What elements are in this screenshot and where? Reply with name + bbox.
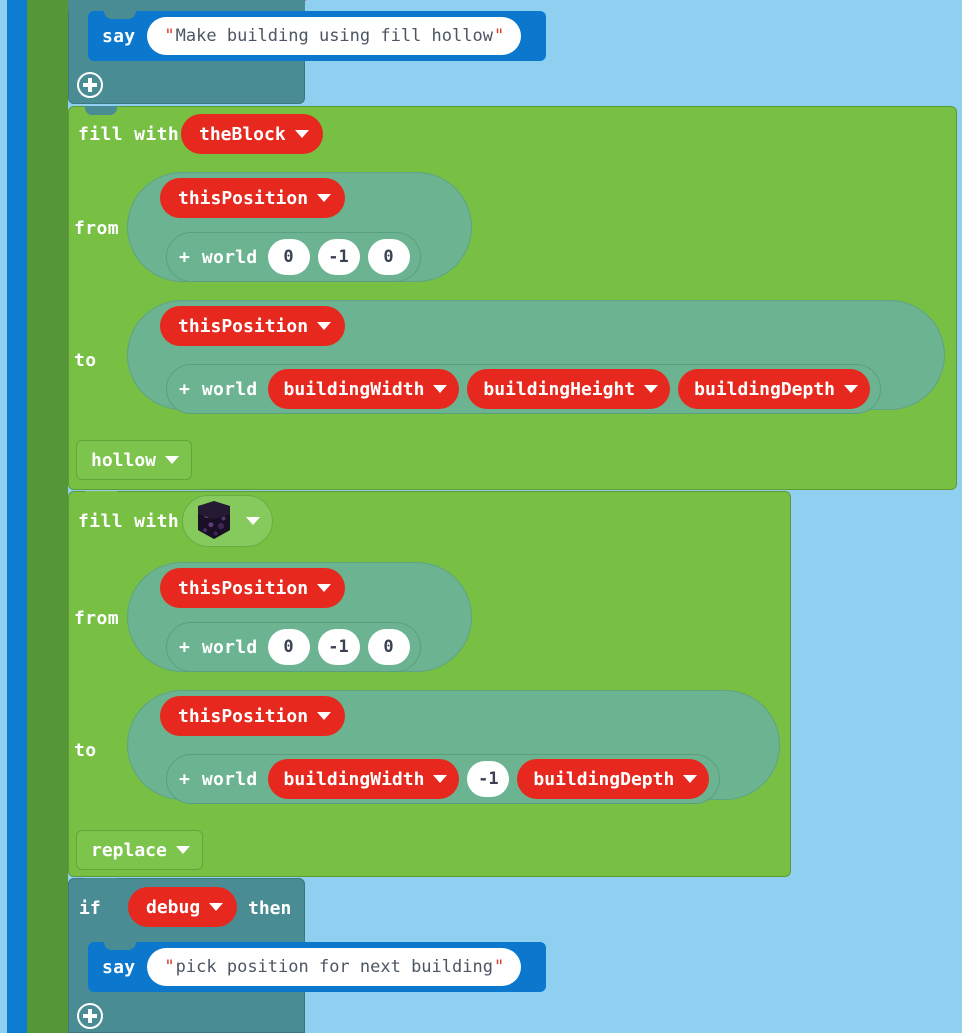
- fill-hollow-from-world-offset[interactable]: + world 0 -1 0: [166, 232, 421, 282]
- fill-hollow-from-position-variable-label: thisPosition: [178, 187, 309, 209]
- fill-replace-to-x-label: buildingWidth: [283, 768, 425, 790]
- close-quote-2: ": [493, 957, 505, 977]
- fill-hollow-to-frame: world: [201, 378, 258, 400]
- say-block-pick-position[interactable]: say " pick position for next building ": [88, 942, 546, 992]
- fill-hollow-block-variable-label: theBlock: [199, 123, 286, 145]
- obsidian-block-icon: [195, 501, 233, 541]
- chevron-down-icon: [209, 903, 224, 911]
- fill-hollow-from-y[interactable]: -1: [317, 239, 360, 275]
- logic-container-top-cap: [68, 0, 305, 12]
- workspace-left-rail: [7, 0, 27, 1033]
- fill-replace-to-frame: world: [201, 768, 258, 790]
- say-block-make-building[interactable]: say " Make building using fill hollow ": [88, 11, 546, 61]
- fill-replace-from-z[interactable]: 0: [367, 629, 410, 665]
- fill-replace-to-label: to: [74, 740, 97, 761]
- fill-hollow-mode-dropdown[interactable]: hollow: [76, 440, 193, 480]
- fill-hollow-from-x[interactable]: 0: [267, 239, 310, 275]
- fill-hollow-to-x[interactable]: buildingWidth: [267, 369, 460, 409]
- fill-hollow-block[interactable]: [68, 106, 957, 490]
- fill-hollow-from-operator: +: [179, 246, 190, 268]
- if-condition-variable[interactable]: debug: [128, 887, 238, 927]
- open-quote-2: ": [164, 957, 175, 977]
- fill-replace-to-operator: +: [179, 768, 190, 790]
- fill-replace-top-notch: [85, 491, 117, 500]
- fill-replace-from-position-variable-label: thisPosition: [178, 577, 309, 599]
- chevron-down-icon: [433, 775, 448, 783]
- fill-replace-to-x[interactable]: buildingWidth: [267, 759, 460, 799]
- fill-hollow-to-world-offset[interactable]: + world buildingWidth buildingHeight bui…: [166, 364, 882, 414]
- chevron-down-icon: [683, 775, 698, 783]
- fill-replace-to-position-variable-label: thisPosition: [178, 705, 309, 727]
- fill-hollow-to-position-variable-label: thisPosition: [178, 315, 309, 337]
- fill-hollow-mode-label: hollow: [91, 449, 157, 471]
- chevron-down-icon: [294, 130, 309, 138]
- fill-replace-to-y[interactable]: -1: [467, 761, 510, 797]
- fill-replace-from-operator: +: [179, 636, 190, 658]
- fill-hollow-from-label: from: [74, 218, 119, 239]
- say-label: say: [102, 25, 136, 47]
- chevron-down-icon: [317, 712, 332, 720]
- if-debug-top-notch: [85, 878, 117, 887]
- say-text-value-2: pick position for next building: [175, 957, 493, 977]
- fill-hollow-top-notch: [85, 106, 117, 115]
- fill-replace-from-world-offset[interactable]: + world 0 -1 0: [166, 622, 421, 672]
- chevron-down-icon: [317, 584, 332, 592]
- close-quote: ": [493, 26, 505, 46]
- workspace-green-rail: [27, 0, 68, 1033]
- fill-replace-from-label: from: [74, 608, 119, 629]
- fill-hollow-to-y-label: buildingHeight: [483, 378, 636, 400]
- then-keyword: then: [248, 898, 292, 919]
- fill-replace-to-world-offset[interactable]: + world buildingWidth -1 buildingDepth: [166, 754, 721, 804]
- plus-circle-icon-top[interactable]: [77, 72, 103, 98]
- fill-replace-from-position-variable[interactable]: thisPosition: [160, 568, 346, 608]
- chevron-down-icon: [175, 846, 190, 854]
- fill-hollow-from-z[interactable]: 0: [367, 239, 410, 275]
- fill-hollow-to-z-label: buildingDepth: [694, 378, 836, 400]
- fill-hollow-to-y[interactable]: buildingHeight: [467, 369, 671, 409]
- chevron-down-icon: [844, 385, 859, 393]
- fill-replace-to-z[interactable]: buildingDepth: [517, 759, 710, 799]
- say-text-value: Make building using fill hollow: [175, 26, 493, 46]
- fill-replace-mode-dropdown[interactable]: replace: [76, 830, 203, 870]
- say-text-input[interactable]: " Make building using fill hollow ": [147, 17, 522, 55]
- say-text-input-2[interactable]: " pick position for next building ": [147, 948, 522, 986]
- chevron-down-icon: [433, 385, 448, 393]
- chevron-down-icon: [317, 322, 332, 330]
- fill-replace-to-z-label: buildingDepth: [533, 768, 675, 790]
- fill-replace-block[interactable]: [68, 491, 791, 877]
- chevron-down-icon: [246, 517, 260, 525]
- say-block-notch-2: [104, 942, 136, 950]
- chevron-down-icon: [165, 456, 180, 464]
- fill-hollow-to-operator: +: [179, 378, 190, 400]
- if-keyword: if: [79, 898, 101, 919]
- fill-hollow-to-z[interactable]: buildingDepth: [678, 369, 871, 409]
- chevron-down-icon: [644, 385, 659, 393]
- fill-hollow-from-position-variable[interactable]: thisPosition: [160, 178, 346, 218]
- fill-replace-from-y[interactable]: -1: [317, 629, 360, 665]
- fill-hollow-from-frame: world: [201, 246, 258, 268]
- open-quote: ": [164, 26, 175, 46]
- fill-replace-block-picker[interactable]: [182, 495, 273, 547]
- plus-circle-icon-bottom[interactable]: [77, 1003, 103, 1029]
- fill-replace-mode-label: replace: [91, 839, 167, 861]
- fill-hollow-to-x-label: buildingWidth: [283, 378, 425, 400]
- if-condition-variable-label: debug: [146, 896, 201, 918]
- fill-hollow-to-label: to: [74, 350, 97, 371]
- fill-hollow-to-position-variable[interactable]: thisPosition: [160, 306, 346, 346]
- say-block-notch: [104, 11, 136, 19]
- fill-hollow-block-variable[interactable]: theBlock: [181, 114, 323, 154]
- fill-replace-from-x[interactable]: 0: [267, 629, 310, 665]
- fill-replace-to-position-variable[interactable]: thisPosition: [160, 696, 346, 736]
- chevron-down-icon: [317, 194, 332, 202]
- fill-replace-keyword: fill with: [78, 511, 180, 532]
- fill-hollow-keyword: fill with: [78, 124, 180, 145]
- fill-replace-from-frame: world: [201, 636, 258, 658]
- say-label-2: say: [102, 956, 136, 978]
